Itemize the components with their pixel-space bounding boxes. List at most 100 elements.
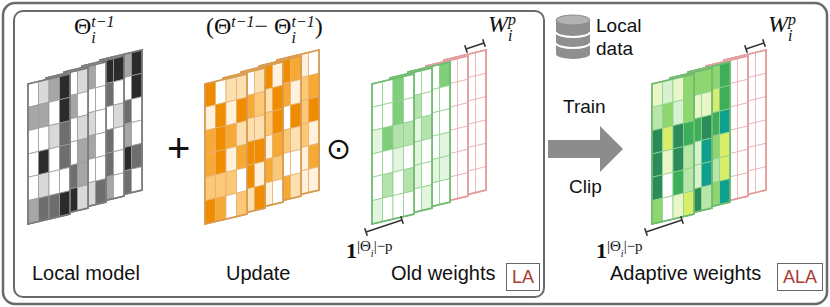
math-symbol: t−1 bbox=[91, 13, 114, 30]
subscript bbox=[231, 30, 254, 46]
weight-cell bbox=[738, 149, 749, 175]
weight-cell bbox=[702, 115, 713, 141]
weight-cell bbox=[60, 97, 71, 123]
weight-cell bbox=[673, 170, 684, 196]
math-symbol: p bbox=[508, 11, 516, 28]
weight-cell bbox=[255, 138, 266, 164]
weight-cell bbox=[49, 100, 60, 126]
weight-cell bbox=[255, 68, 266, 94]
weight-cell bbox=[132, 120, 143, 146]
weight-cell bbox=[372, 82, 383, 108]
weight-cell bbox=[440, 179, 451, 205]
weight-cell bbox=[440, 85, 451, 111]
superscript bbox=[621, 234, 624, 244]
weight-cell bbox=[226, 123, 237, 149]
layer-card bbox=[223, 68, 265, 218]
weight-cell bbox=[114, 103, 125, 129]
math-symbol: 1 bbox=[596, 238, 607, 263]
weight-cell bbox=[237, 97, 248, 123]
weight-cell bbox=[652, 175, 663, 201]
weight-layers bbox=[28, 50, 766, 224]
weight-cell bbox=[255, 185, 266, 211]
weight-cell bbox=[96, 132, 107, 158]
weight-cell bbox=[458, 79, 469, 105]
script-stack: t−1i bbox=[291, 14, 314, 46]
weight-cell bbox=[226, 193, 237, 219]
weight-cell bbox=[78, 161, 89, 187]
weight-cell bbox=[216, 172, 227, 198]
weight-cell bbox=[702, 91, 713, 117]
weight-cell bbox=[114, 79, 125, 105]
weight-cell bbox=[60, 144, 71, 170]
weight-cell bbox=[422, 161, 433, 187]
weight-cell bbox=[78, 185, 89, 211]
weight-cell bbox=[273, 155, 284, 181]
weight-cell bbox=[756, 143, 767, 169]
weight-cell bbox=[422, 185, 433, 211]
weight-cell bbox=[720, 132, 731, 158]
layer-card bbox=[652, 74, 694, 224]
weight-cell bbox=[216, 102, 227, 128]
weight-cell bbox=[226, 77, 237, 103]
bracket-line bbox=[645, 228, 648, 236]
bracket-line bbox=[366, 220, 402, 232]
weight-cell bbox=[291, 149, 302, 175]
weight-cell bbox=[96, 85, 107, 111]
weight-cell bbox=[49, 193, 60, 219]
weight-cell bbox=[60, 121, 71, 147]
arrow-label: Train bbox=[563, 96, 606, 118]
weight-cell bbox=[309, 50, 320, 76]
weight-cell bbox=[205, 105, 216, 131]
superscript: |Θi|−p bbox=[607, 234, 643, 260]
cylinder-top bbox=[556, 15, 590, 25]
weight-cell bbox=[39, 196, 50, 222]
weight-cell bbox=[720, 109, 731, 135]
cylinder-body bbox=[556, 20, 590, 59]
superscript: p bbox=[788, 12, 796, 28]
weight-cell bbox=[39, 172, 50, 198]
weight-cell bbox=[422, 138, 433, 164]
weight-cell bbox=[49, 77, 60, 103]
weight-cell bbox=[422, 91, 433, 117]
script-stack: pi bbox=[788, 12, 796, 44]
math-symbol: i bbox=[508, 27, 512, 44]
weight-cell bbox=[756, 97, 767, 123]
layer-outline bbox=[205, 74, 247, 224]
weight-cell bbox=[226, 100, 237, 126]
weight-cell bbox=[663, 149, 674, 175]
weight-cell bbox=[39, 102, 50, 128]
weight-cell bbox=[28, 128, 39, 154]
weight-cell bbox=[78, 115, 89, 141]
weight-cell bbox=[756, 73, 767, 99]
weight-cell bbox=[720, 62, 731, 88]
train-arrow bbox=[548, 126, 623, 172]
bracket-line bbox=[483, 39, 486, 47]
superscript bbox=[371, 234, 374, 244]
weight-cell bbox=[49, 123, 60, 149]
stage-tag: LA bbox=[506, 263, 540, 291]
weight-cell bbox=[684, 74, 695, 100]
weight-cell bbox=[291, 103, 302, 129]
weight-cell bbox=[393, 147, 404, 173]
math-label: Θt−1i bbox=[74, 14, 115, 46]
weight-cell bbox=[440, 132, 451, 158]
weight-cell bbox=[684, 97, 695, 123]
subscript: i bbox=[291, 30, 314, 46]
layer-outline bbox=[652, 74, 694, 224]
weight-cell bbox=[309, 97, 320, 123]
layer-outline bbox=[28, 74, 70, 224]
bracket-line bbox=[365, 228, 368, 236]
math-symbol: Θ bbox=[74, 13, 91, 39]
weight-cell bbox=[255, 91, 266, 117]
bracket-line bbox=[763, 39, 766, 47]
weight-cell bbox=[440, 62, 451, 88]
weight-cell bbox=[273, 62, 284, 88]
weight-cell bbox=[205, 82, 216, 108]
weight-cell bbox=[673, 147, 684, 173]
weight-cell bbox=[663, 102, 674, 128]
brackets bbox=[365, 39, 766, 236]
weight-cell bbox=[96, 62, 107, 88]
math-symbol: |Θ bbox=[607, 238, 621, 254]
weight-cell bbox=[652, 152, 663, 178]
